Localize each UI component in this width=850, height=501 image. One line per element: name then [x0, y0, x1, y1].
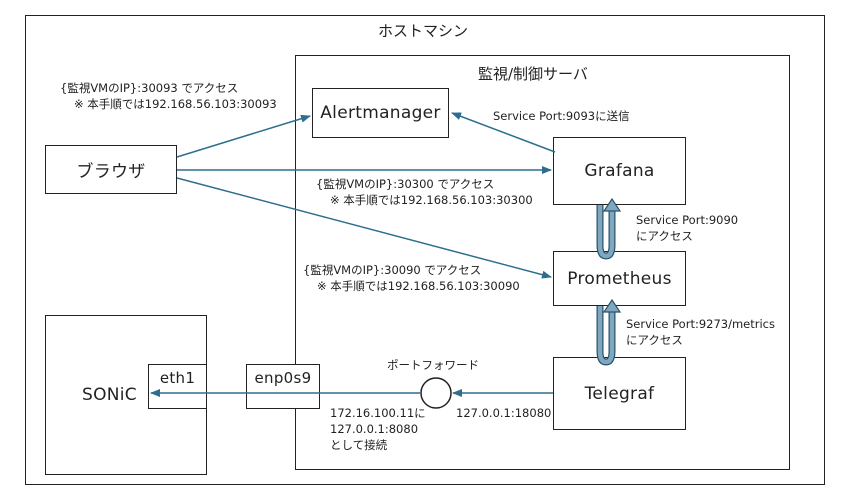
loop-arrow-grafana-prometheus	[596, 197, 622, 260]
enp0s9-box: enp0s9	[246, 364, 320, 409]
sonic-label: SONiC	[82, 385, 137, 405]
grafana-label: Grafana	[584, 161, 655, 181]
service-9090-line1: Service Port:9090	[636, 213, 739, 227]
port-forward-label: ポートフォワード	[387, 358, 479, 372]
arrow-grafana-to-alertmanager	[451, 112, 556, 153]
eth1-box: eth1	[148, 364, 207, 409]
service-9273-line2: にアクセス	[626, 333, 683, 347]
service-9090-line2: にアクセス	[636, 229, 693, 243]
service-9273-label: Service Port:9273/metrics にアクセス	[626, 316, 775, 348]
loop-arrow-prometheus-telegraf	[596, 298, 622, 366]
server-title: 監視/制御サーバ	[478, 65, 588, 83]
access-30090-line1: {監視VMのIP}:30090 でアクセス	[303, 263, 482, 277]
service-9273-line1: Service Port:9273/metrics	[626, 317, 775, 331]
alertmanager-box: Alertmanager	[312, 88, 449, 138]
access-30300-line2: ※ 本手順では192.168.56.103:30300	[330, 193, 533, 207]
telegraf-target-label: 127.0.0.1:18080	[456, 406, 552, 420]
port-forward-node	[420, 377, 452, 409]
telegraf-box: Telegraf	[553, 357, 686, 430]
access-30093-label: {監視VMのIP}:30093 でアクセス ※ 本手順では192.168.56.…	[60, 80, 277, 112]
enp0s9-label: enp0s9	[254, 369, 312, 387]
forward-desc-line1: 172.16.100.11に	[330, 406, 426, 420]
arrow-browser-to-prometheus	[176, 177, 552, 279]
access-30300-line1: {監視VMのIP}:30300 でアクセス	[316, 177, 495, 191]
prometheus-box: Prometheus	[553, 251, 686, 306]
forward-desc-line3: として接続	[330, 438, 388, 452]
prometheus-label: Prometheus	[567, 268, 672, 289]
forward-desc-line2: 127.0.0.1:8080	[330, 422, 419, 436]
arrow-browser-to-alertmanager	[176, 114, 311, 158]
access-30090-label: {監視VMのIP}:30090 でアクセス ※ 本手順では192.168.56.…	[303, 262, 520, 294]
service-9090-label: Service Port:9090 にアクセス	[636, 212, 738, 244]
browser-box: ブラウザ	[45, 145, 177, 194]
forward-desc-label: 172.16.100.11に 127.0.0.1:8080 として接続	[330, 405, 426, 453]
access-30093-line1: {監視VMのIP}:30093 でアクセス	[60, 81, 239, 95]
browser-label: ブラウザ	[76, 162, 146, 182]
eth1-label: eth1	[159, 369, 196, 387]
access-30300-label: {監視VMのIP}:30300 でアクセス ※ 本手順では192.168.56.…	[316, 176, 533, 208]
grafana-box: Grafana	[553, 137, 686, 205]
alertmanager-label: Alertmanager	[320, 103, 441, 123]
telegraf-label: Telegraf	[584, 383, 655, 404]
access-30090-line2: ※ 本手順では192.168.56.103:30090	[317, 279, 520, 293]
service-9093-label: Service Port:9093に送信	[493, 109, 630, 123]
access-30093-line2: ※ 本手順では192.168.56.103:30093	[74, 97, 277, 111]
host-machine-title: ホストマシン	[378, 22, 469, 40]
